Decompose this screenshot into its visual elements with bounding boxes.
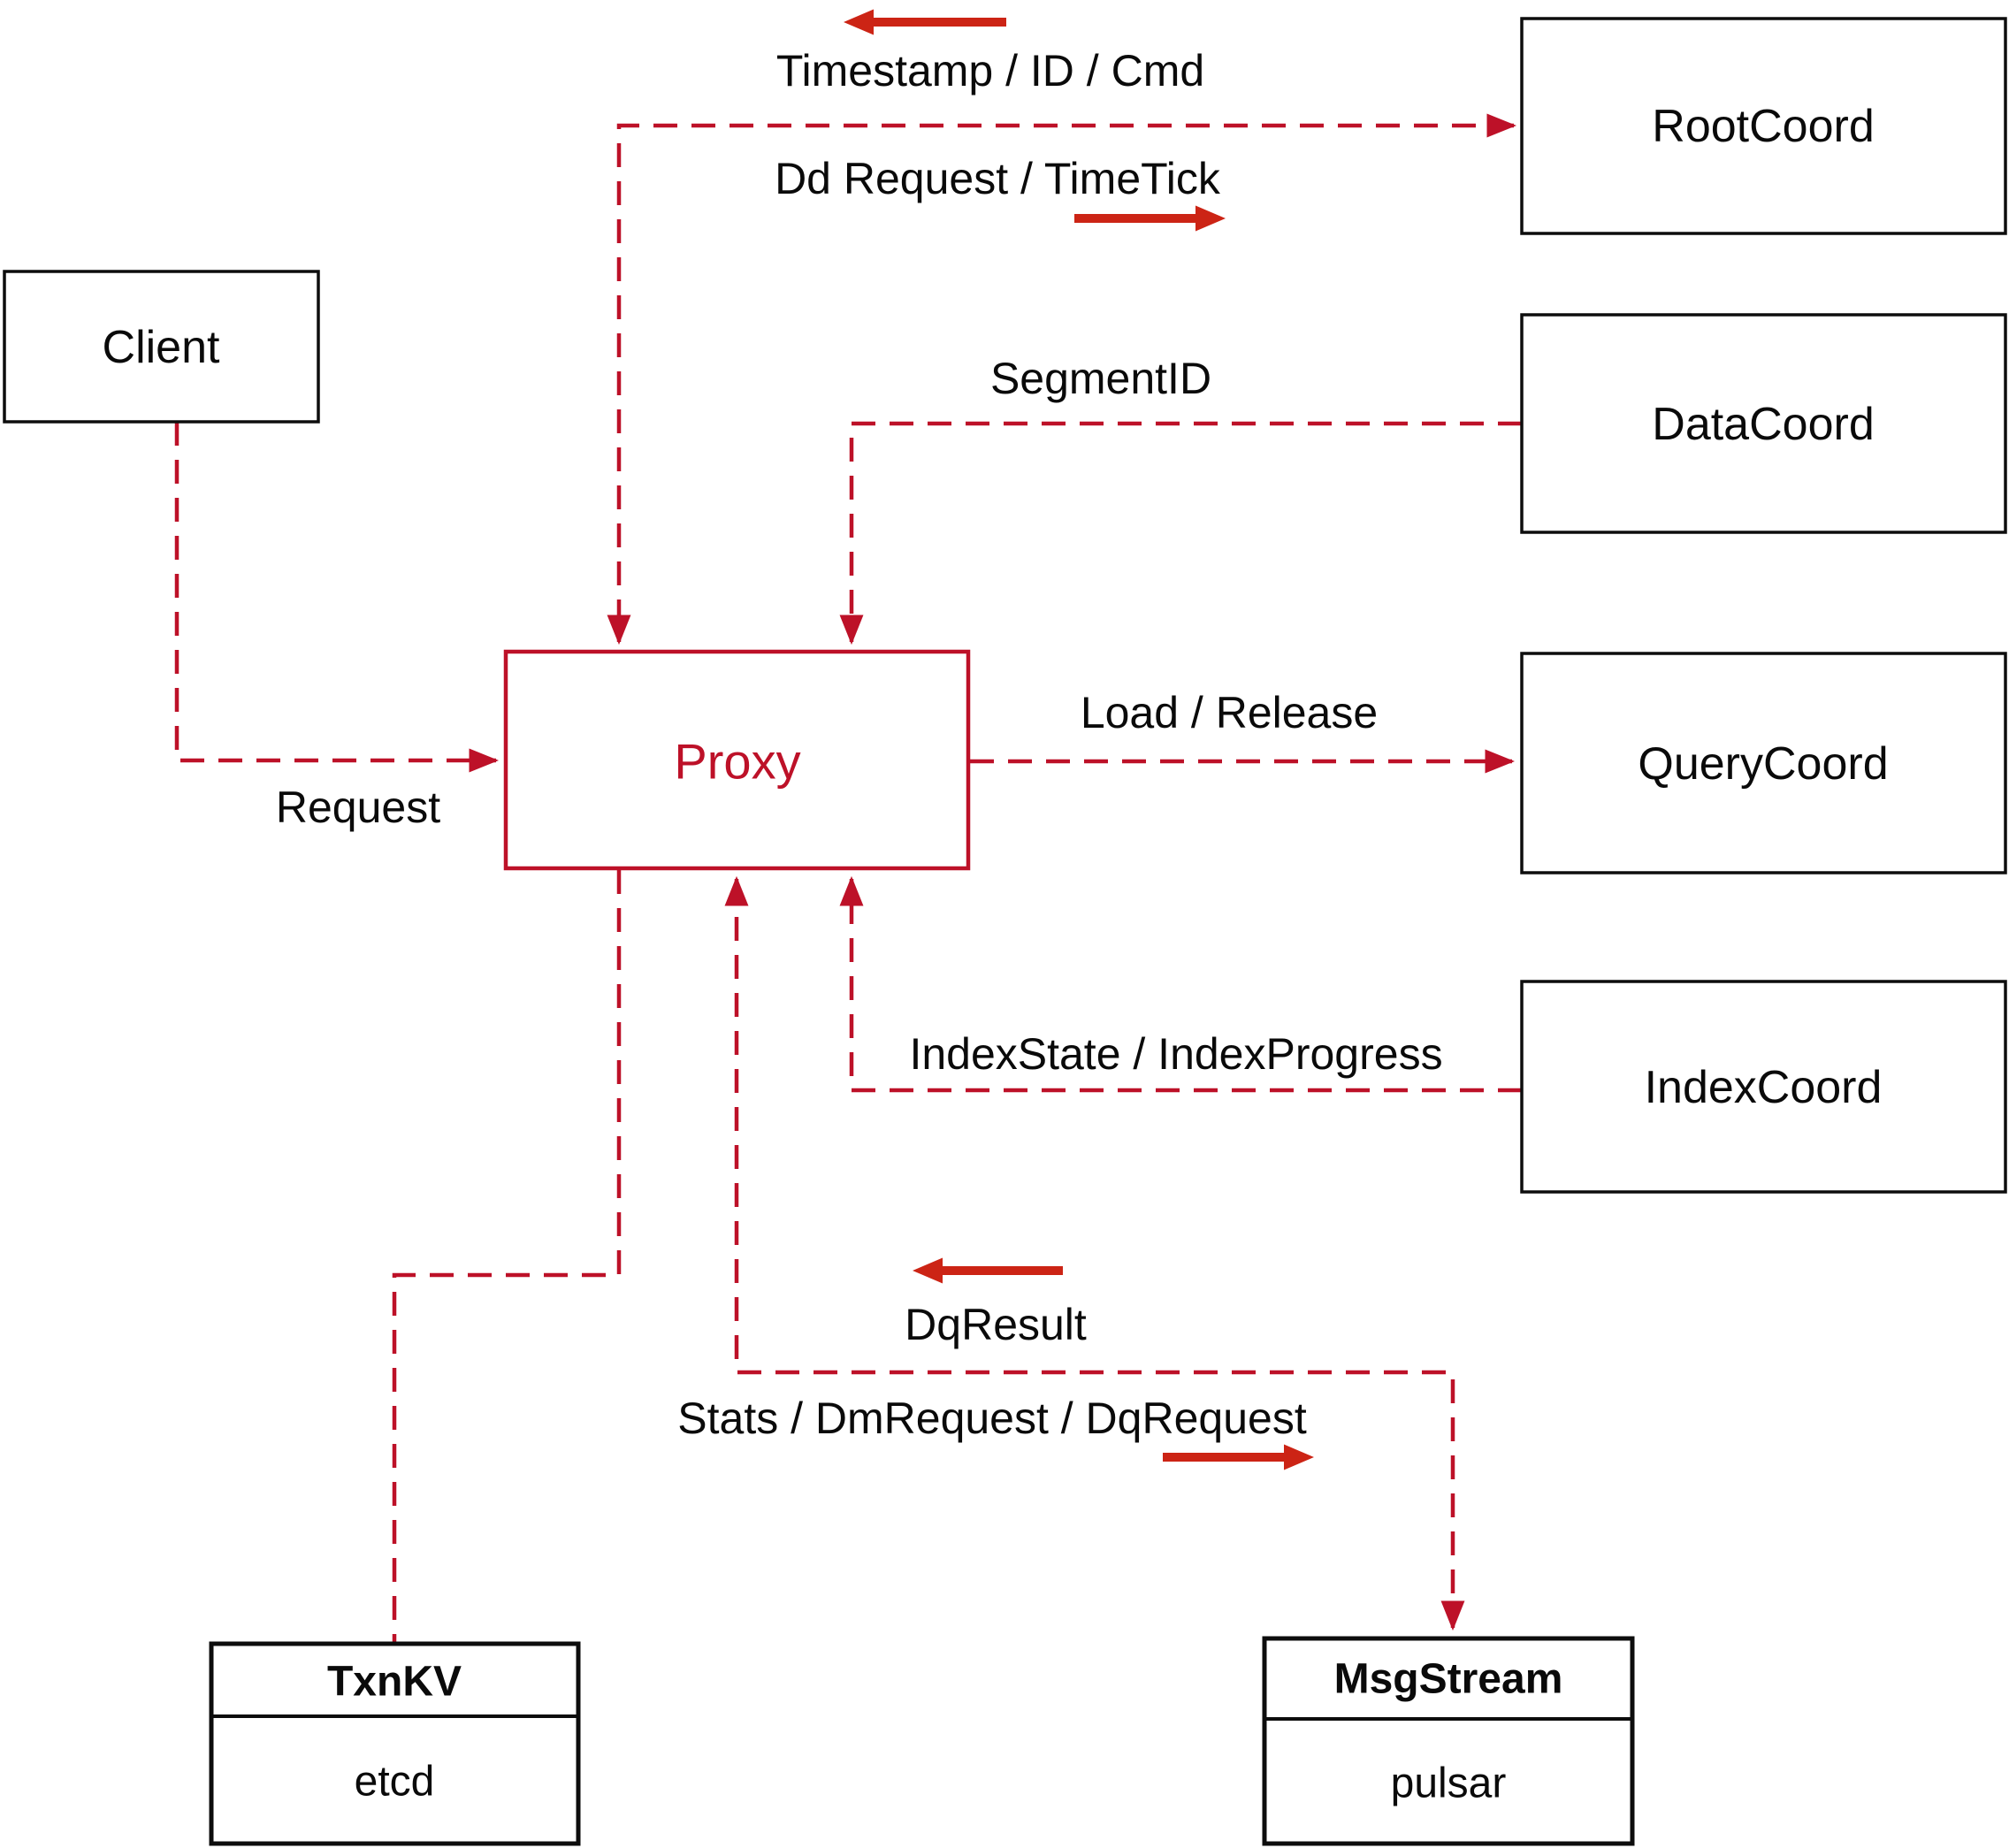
client-box — [3, 270, 320, 424]
label-dd-request-timetick: Dd Request / TimeTick — [775, 154, 1221, 203]
label-stats-dmrequest-dqrequest: Stats / DmRequest / DqRequest — [677, 1394, 1307, 1443]
indexcoord-box — [1520, 980, 2007, 1194]
datacoord-label: DataCoord — [1652, 399, 1874, 450]
msgstream-impl: pulsar — [1391, 1760, 1507, 1807]
msgstream-node: MsgStream pulsar — [1262, 1636, 1635, 1846]
proxy-box — [503, 649, 971, 871]
rootcoord-label: RootCoord — [1652, 101, 1874, 152]
indexcoord-node: IndexCoord — [1520, 980, 2007, 1194]
label-segmentid: SegmentID — [990, 354, 1211, 403]
edge-proxy-msgstream — [724, 875, 1465, 1631]
proxy-label: Proxy — [674, 734, 800, 790]
indexcoord-label: IndexCoord — [1645, 1062, 1883, 1113]
txnkv-title: TxnKV — [327, 1659, 462, 1706]
client-label: Client — [103, 322, 220, 373]
datacoord-box — [1520, 313, 2007, 534]
txnkv-node: TxnKV etcd — [209, 1641, 581, 1846]
querycoord-label: QueryCoord — [1638, 738, 1888, 790]
msgstream-title: MsgStream — [1334, 1656, 1563, 1703]
edge-client-proxy — [174, 422, 500, 773]
label-load-release: Load / Release — [1081, 688, 1378, 737]
client-node: Client — [3, 270, 320, 424]
msgstream-box — [1262, 1636, 1635, 1846]
rootcoord-box — [1520, 17, 2007, 235]
edge-proxy-txnkv — [392, 870, 622, 1642]
edge-proxy-rootcoord — [607, 113, 1517, 645]
querycoord-box — [1520, 652, 2007, 874]
querycoord-node: QueryCoord — [1520, 652, 2007, 874]
label-timestamp-id-cmd: Timestamp / ID / Cmd — [776, 46, 1204, 95]
edge-datacoord-proxy — [839, 421, 1522, 645]
txnkv-box — [209, 1641, 581, 1846]
proxy-node: Proxy — [503, 649, 971, 871]
rootcoord-node: RootCoord — [1520, 17, 2007, 235]
txnkv-impl: etcd — [355, 1759, 435, 1806]
datacoord-node: DataCoord — [1520, 313, 2007, 534]
label-indexstate-indexprogress: IndexState / IndexProgress — [909, 1029, 1442, 1079]
label-request: Request — [276, 783, 440, 832]
label-dqresult: DqResult — [905, 1300, 1087, 1349]
